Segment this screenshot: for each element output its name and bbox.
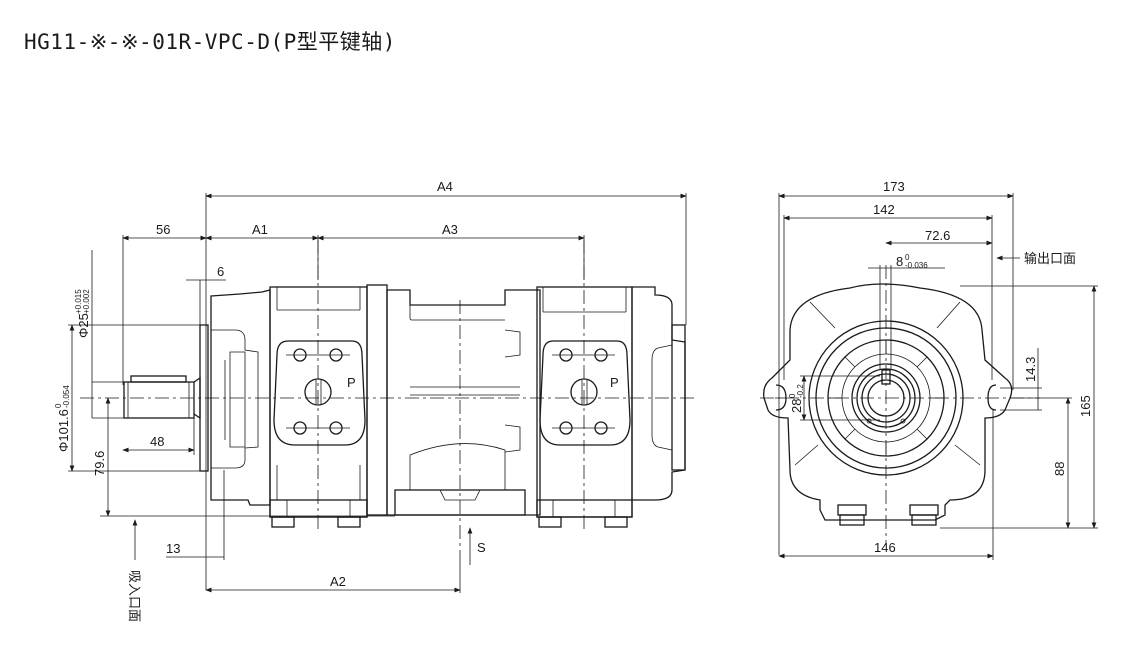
port-label-p2: P: [610, 375, 619, 390]
svg-text:28: 28: [789, 399, 804, 413]
dim-a3: A3: [442, 222, 458, 237]
svg-text:吸入口面: 吸入口面: [126, 570, 141, 622]
svg-text:Φ25: Φ25: [76, 313, 91, 338]
dim-165: 165: [1078, 395, 1093, 417]
bolt-head: [271, 516, 295, 528]
dim-13: 13: [166, 541, 180, 556]
svg-text:+0.002: +0.002: [82, 289, 91, 314]
dim-a2: A2: [330, 574, 346, 589]
dim-key-height: 28 0 -0.2: [788, 384, 805, 413]
svg-text:+0.015: +0.015: [74, 289, 83, 314]
shaft-end: [867, 379, 905, 417]
dim-pilot-dia: Φ101.6 0 -0.054: [54, 385, 71, 452]
svg-text:0: 0: [54, 403, 63, 408]
bolt-head: [911, 514, 937, 526]
middle-housing: [386, 289, 541, 560]
mount-slot-left: [775, 384, 787, 411]
bolt-head: [337, 516, 361, 528]
suction-face-label: 吸入口面: [126, 570, 141, 622]
svg-text:-0.054: -0.054: [62, 385, 71, 408]
shaft-key: [881, 369, 891, 385]
svg-text:14.3: 14.3: [1023, 357, 1038, 382]
rear-cover: [631, 286, 686, 501]
svg-text:88: 88: [1052, 462, 1067, 476]
dim-a1: A1: [252, 222, 268, 237]
svg-text:-0.036: -0.036: [905, 261, 928, 270]
bolt-head: [604, 516, 628, 528]
outlet-face-label: 输出口面: [1024, 251, 1076, 267]
pilot-flange: [199, 324, 209, 472]
dim-79-6: 79.6: [92, 451, 107, 476]
pump-section-1: [269, 240, 368, 530]
dim-key-width: 8 0 -0.036: [896, 253, 928, 270]
end-view: 173 142 72.6 8 0 -0.036 输出口面 28 0 -0.2: [760, 179, 1098, 560]
dim-72-6: 72.6: [925, 228, 950, 243]
side-view: P P A4 56 A1 A3 6 Φ25 +0.015 +0.002: [54, 179, 695, 622]
svg-text:8: 8: [896, 254, 903, 269]
dim-142: 142: [873, 202, 895, 217]
dim-a4: A4: [437, 179, 453, 194]
svg-text:-0.2: -0.2: [796, 384, 805, 398]
flange-circle: [808, 320, 964, 476]
dim-173: 173: [883, 179, 905, 194]
svg-text:79.6: 79.6: [92, 451, 107, 476]
dim-6: 6: [217, 264, 224, 279]
svg-text:Φ101.6: Φ101.6: [56, 409, 71, 452]
drawing-title: HG11-※-※-01R-VPC-D(P型平键轴): [24, 30, 396, 54]
dim-shaft-dia: Φ25 +0.015 +0.002: [74, 289, 91, 338]
svg-text:165: 165: [1078, 395, 1093, 417]
mount-slot-right: [987, 384, 997, 411]
end-housing: [763, 283, 1013, 521]
svg-text:0: 0: [905, 253, 910, 262]
port-flange-p1: [273, 340, 366, 446]
shaft: [123, 375, 201, 420]
port-label-p1: P: [347, 375, 356, 390]
adapter-plate: [366, 284, 388, 516]
port-flange-p2: [539, 340, 631, 446]
bolt-head: [538, 516, 562, 528]
dim-48: 48: [150, 434, 164, 449]
dim-56: 56: [156, 222, 170, 237]
bolt-head: [839, 514, 865, 526]
suction-label: S: [477, 540, 486, 555]
svg-text:0: 0: [788, 393, 797, 398]
front-cover: [210, 289, 271, 506]
dim-146: 146: [874, 540, 896, 555]
dim-14-3: 14.3: [1023, 357, 1038, 382]
dim-88: 88: [1052, 462, 1067, 476]
